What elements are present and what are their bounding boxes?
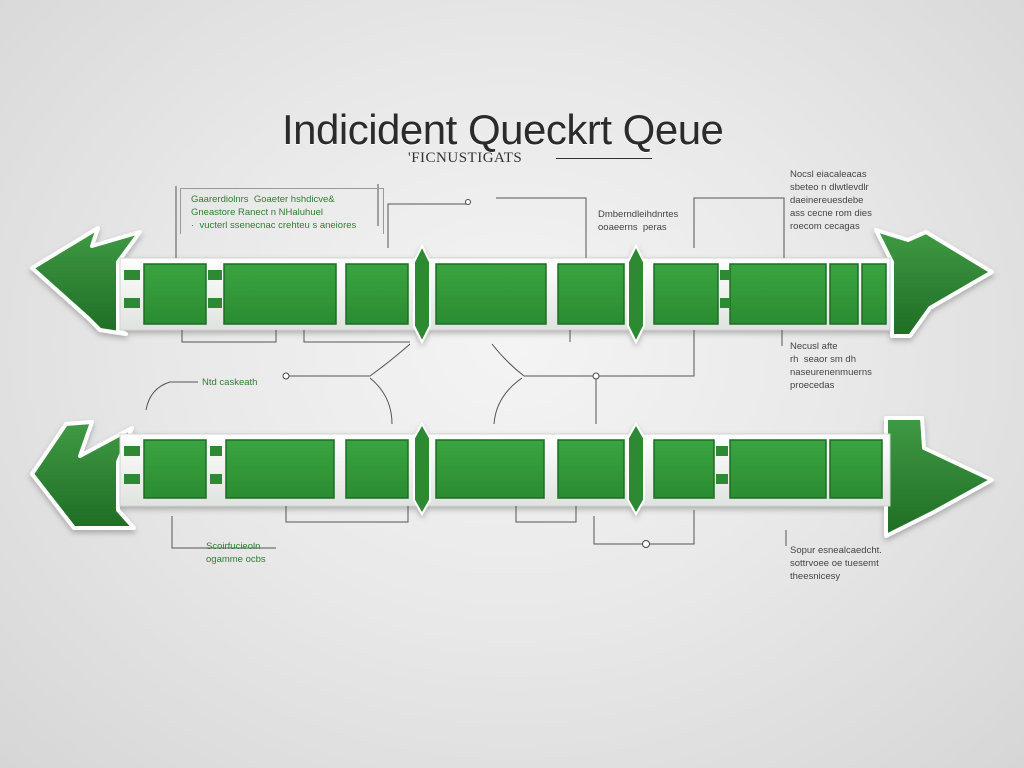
row2-connector [210,474,222,484]
row1-box-4 [435,263,547,325]
row2-box-3 [345,439,409,499]
diagram-title: Indicident Queckrt Qeue [282,106,724,153]
row1-box-6 [653,263,719,325]
row2-connector [716,446,728,456]
row2-joint-2 [627,421,645,517]
row1-right-arrowhead [874,228,994,338]
annotation-bottom-right: Sopur esnealcaedcht. sottrvoee oe tuesem… [790,545,882,582]
row1-box-1 [143,263,207,325]
row2-joint-1 [413,421,431,517]
annotation-top-left: Gaarerdiolnrs Goaeter hshdicve& Gneastor… [180,188,384,234]
row1-box-5 [557,263,625,325]
row1-box-7 [729,263,827,325]
row2-connector [124,474,140,484]
row2-box-2 [225,439,335,499]
connector-lines [145,184,787,549]
row2-box-6 [653,439,715,499]
annotation-mid-right: Necusl afte rh seaor sm dh naseurenenmue… [790,341,872,391]
row1-connector [720,270,730,280]
annotation-top-right: Nocsl eiacaleacas sbeteo n dlwtlevdlr da… [790,169,872,232]
row1-connector [208,298,222,308]
row2-connector [210,446,222,456]
row1-box-8 [829,263,859,325]
row1-box-9 [861,263,887,325]
row2-box-7 [729,439,827,499]
row2-box-1 [143,439,207,499]
annotation-bottom-left: Scoirfucieoln ogamme ocbs [206,541,266,565]
row1-connector [208,270,222,280]
row1-connector [720,298,730,308]
row2-right-arrowhead [884,416,994,538]
row2-left-arrowhead [30,420,136,530]
connector-dot [592,372,600,380]
subtitle-rule [556,158,652,159]
diagram-subtitle: 'FICNUSTIGATS [408,150,523,166]
row1-connector [124,270,140,280]
row2-box-4 [435,439,545,499]
annotation-top-center: Dmberndleihdnrtes ooaeerns peras [598,209,679,233]
connector-dots [282,199,650,548]
connector-dot [465,199,471,205]
queue-row-1 [30,226,994,345]
row2-box-5 [557,439,625,499]
row1-connector [124,298,140,308]
row2-connector [124,446,140,456]
row1-left-arrowhead [30,226,142,336]
row1-joint-2 [627,243,645,345]
row1-box-3 [345,263,409,325]
row2-box-8 [829,439,883,499]
row1-joint-1 [413,243,431,345]
row1-box-2 [223,263,337,325]
annotation-mid-left: Ntd caskeath [202,377,258,388]
connector-dot [282,372,290,380]
row2-connector [716,474,728,484]
connector-dot [642,540,650,548]
queue-row-2 [30,416,994,538]
